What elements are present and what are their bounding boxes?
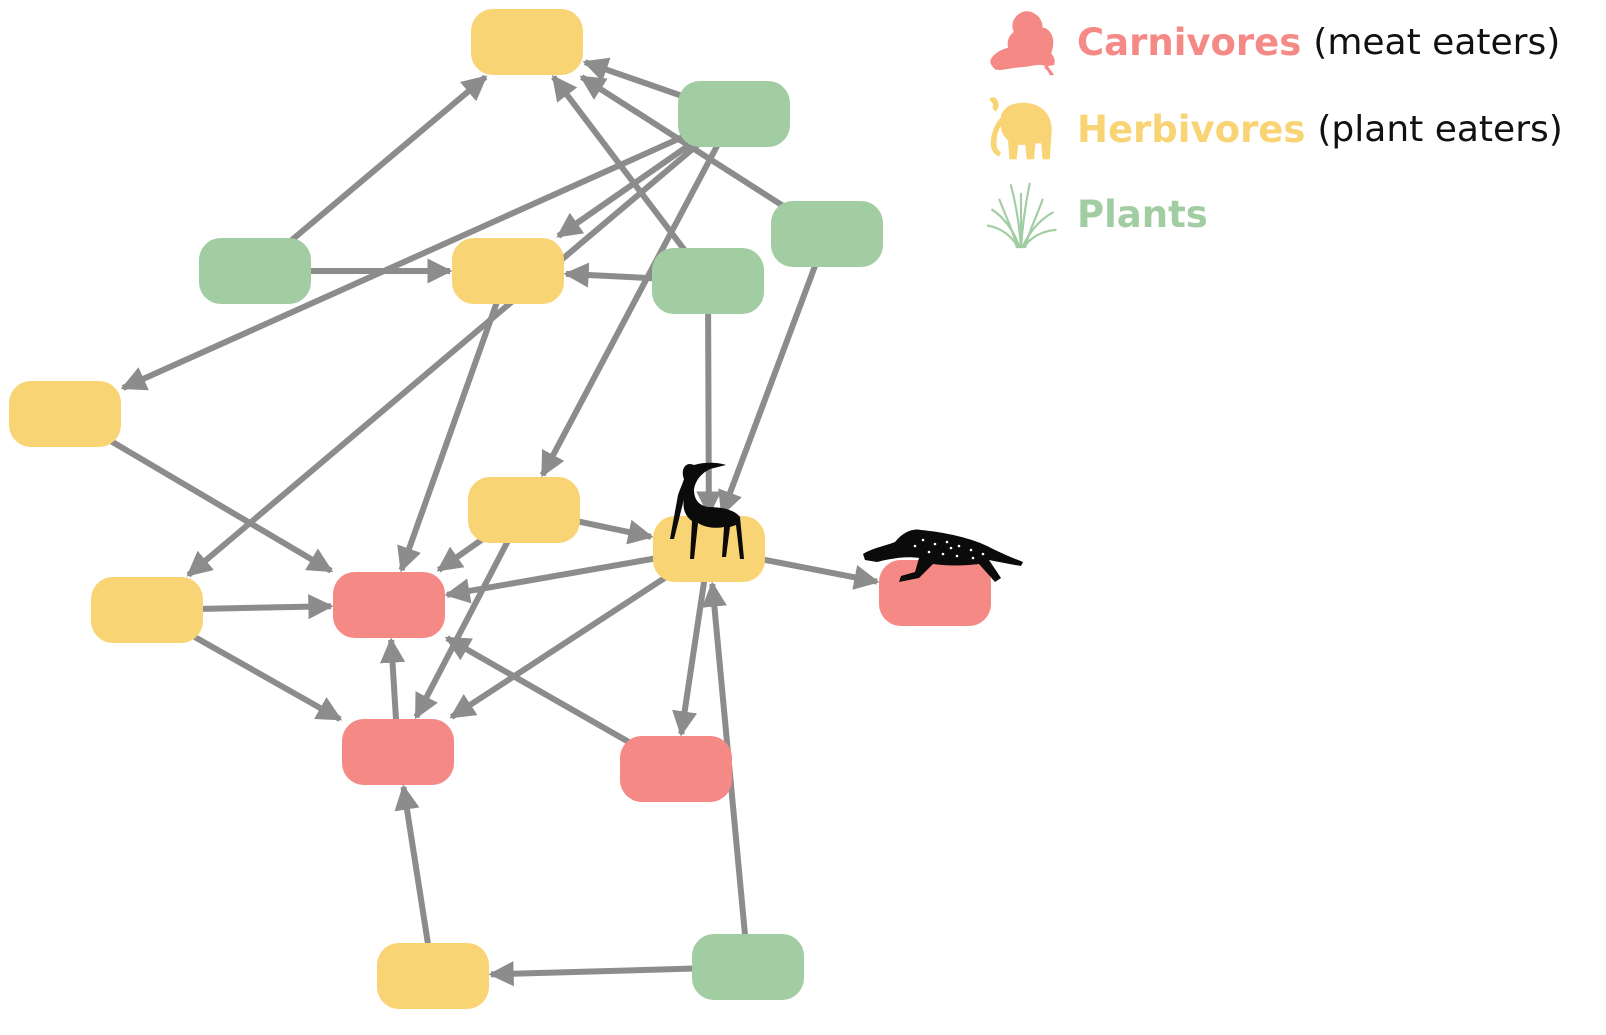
- node-layer: [9, 9, 991, 1009]
- edge-p2-to-h3: [120, 133, 686, 391]
- edge-c4-to-c2: [444, 635, 631, 745]
- edge-p1-to-h1: [285, 74, 488, 247]
- cheetah-spot: [921, 538, 925, 542]
- edge-c3-to-c2: [379, 637, 406, 726]
- edge-p5-to-h7: [488, 961, 699, 987]
- edge-p4-to-h5: [718, 259, 820, 517]
- edge-h6-to-c2: [196, 594, 334, 620]
- edge-h5-to-c1: [758, 555, 880, 590]
- edge-p3-to-h2: [563, 262, 659, 288]
- edge-p3-to-h5: [696, 307, 722, 517]
- edge-p4-to-h1: [579, 74, 787, 210]
- edge-p2-to-h2: [556, 138, 697, 239]
- node-plant-p4: [771, 201, 883, 267]
- figure-layer: [670, 462, 1023, 582]
- edge-layer: [109, 57, 880, 987]
- node-herbivore-h7: [377, 943, 489, 1009]
- edge-h7-to-c3: [394, 784, 432, 950]
- node-herbivore-h3: [9, 381, 121, 447]
- node-herbivore-h6: [91, 577, 203, 643]
- edge-p2-to-h1: [582, 57, 685, 100]
- gazelle-body: [670, 462, 744, 559]
- cheetah-spot: [913, 544, 917, 548]
- cheetah-spot: [927, 550, 931, 554]
- edge-h6-to-c3: [193, 634, 343, 722]
- node-plant-p3: [652, 248, 764, 314]
- node-plant-p5: [692, 934, 804, 1000]
- cheetah-spot: [933, 542, 937, 546]
- edge-h5-to-c2: [444, 554, 660, 604]
- gazelle-icon: [670, 462, 744, 559]
- edge-p2-to-h4: [539, 139, 723, 478]
- edge-h4-to-c3: [413, 535, 513, 720]
- cheetah-spot: [941, 552, 945, 556]
- edge-h4-to-c2: [436, 534, 488, 573]
- node-herbivore-h2: [452, 238, 564, 304]
- node-carnivore-c4: [620, 736, 732, 802]
- cheetah-spot: [971, 556, 975, 560]
- node-herbivore-h1: [471, 9, 583, 75]
- edge-h3-to-c2: [109, 438, 334, 574]
- cheetah-icon: [863, 529, 1023, 582]
- edge-p2-to-h6: [186, 138, 704, 578]
- edge-h4-to-h5: [573, 517, 654, 545]
- cheetah-spot: [949, 546, 953, 550]
- node-herbivore-h4: [468, 477, 580, 543]
- node-plant-p2: [678, 81, 790, 147]
- node-carnivore-c2: [333, 572, 445, 638]
- cheetah-spot: [945, 540, 949, 544]
- cheetah-spot: [957, 544, 961, 548]
- cheetah-spot: [969, 548, 973, 552]
- node-plant-p1: [199, 238, 311, 304]
- cheetah-spot: [981, 552, 985, 556]
- edge-h2-to-c2: [397, 296, 502, 573]
- cheetah-body: [863, 529, 1023, 582]
- edge-h5-to-c4: [672, 575, 708, 737]
- node-carnivore-c3: [342, 719, 454, 785]
- node-carnivore-c1: [879, 560, 991, 626]
- cheetah-spot: [955, 554, 959, 558]
- edge-h5-to-c3: [449, 573, 670, 720]
